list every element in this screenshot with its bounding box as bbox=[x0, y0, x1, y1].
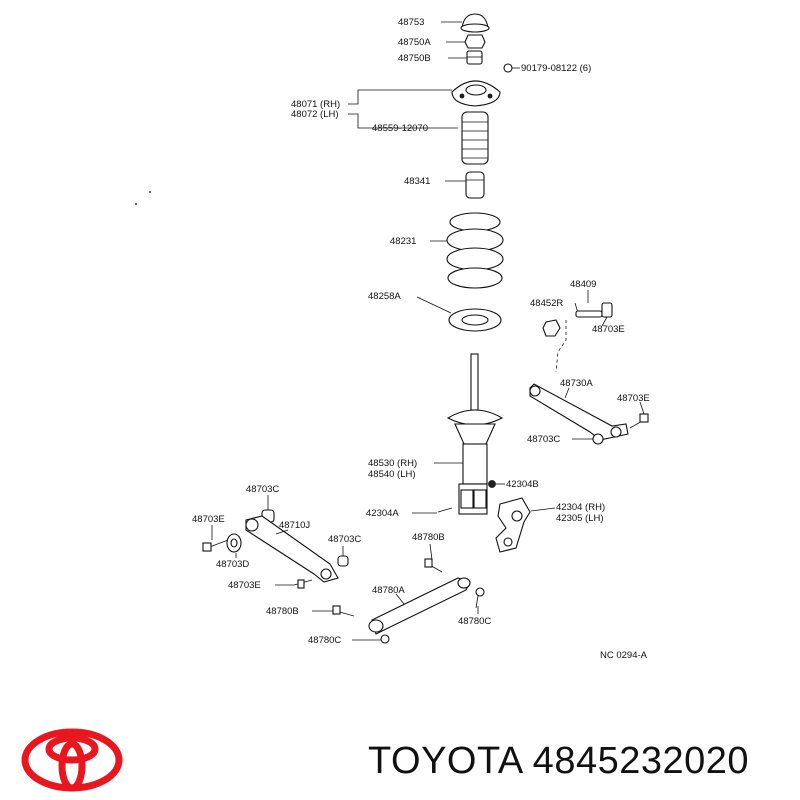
label-48231: 48231 bbox=[390, 236, 416, 247]
label-48071: 48071 (RH) bbox=[291, 99, 340, 110]
label-48780A: 48780A bbox=[372, 585, 405, 596]
nut-48780C-left bbox=[380, 634, 390, 644]
bolt-42304A bbox=[437, 507, 453, 513]
label-48341: 48341 bbox=[404, 176, 430, 187]
label-48780B-b: 48780B bbox=[266, 606, 299, 617]
label-48703C-a: 48703C bbox=[527, 434, 560, 445]
label-48409: 48409 bbox=[570, 279, 596, 290]
label-48452R: 48452R bbox=[530, 298, 563, 309]
label-48258A: 48258A bbox=[368, 291, 401, 302]
parts-diagram: 48753 48750A 48750B 90179-08122 (6) 4807… bbox=[135, 13, 650, 661]
nut-48750A bbox=[464, 34, 486, 49]
bushing-48703D bbox=[226, 533, 242, 553]
label-48780C-a: 48780C bbox=[458, 616, 491, 627]
nut-48780C-right bbox=[475, 587, 485, 609]
bolt-48780B-lower bbox=[332, 605, 355, 617]
label-48703E-a: 48703E bbox=[592, 324, 625, 335]
label-48750B: 48750B bbox=[398, 53, 431, 64]
nut-48452R bbox=[542, 319, 561, 337]
boot-48559 bbox=[461, 111, 489, 165]
nc-code: NC 0294-A bbox=[600, 650, 648, 661]
label-48703E-d: 48703E bbox=[228, 580, 261, 591]
toyota-logo bbox=[21, 728, 123, 792]
label-42304A: 42304A bbox=[366, 508, 399, 519]
label-48530: 48530 (RH) bbox=[368, 458, 417, 469]
knuckle-42304 bbox=[495, 497, 531, 553]
label-48780C-b: 48780C bbox=[308, 635, 341, 646]
label-48750A: 48750A bbox=[398, 37, 431, 48]
arm-48730A bbox=[529, 383, 629, 441]
bump-stop-48341 bbox=[465, 171, 485, 199]
coil-spring-48231 bbox=[446, 212, 504, 289]
bolt-48780B-upper bbox=[424, 558, 443, 573]
bolt-48703E-arm bbox=[629, 413, 649, 429]
bushing-48703C-arm bbox=[592, 433, 604, 445]
bolt-48703E-upper bbox=[575, 302, 613, 318]
brand-part-number: TOYOTA 4845232020 bbox=[368, 740, 750, 782]
spring-seat-48258A bbox=[448, 308, 502, 332]
label-48780B-a: 48780B bbox=[412, 532, 445, 543]
label-48703C-c: 48703C bbox=[328, 534, 361, 545]
label-48540: 48540 (LH) bbox=[368, 469, 416, 480]
label-48730A: 48730A bbox=[560, 378, 593, 389]
link-48780A bbox=[368, 577, 471, 635]
label-48703E-b: 48703E bbox=[617, 393, 650, 404]
nut-90179 bbox=[503, 63, 513, 73]
label-42305: 42305 (LH) bbox=[556, 513, 604, 524]
bolt-42304B bbox=[488, 480, 496, 488]
label-48703C-b: 48703C bbox=[246, 484, 279, 495]
label-48559: 48559-12070 bbox=[372, 123, 428, 134]
bushing-48703C-right bbox=[337, 555, 349, 567]
label-48072: 48072 (LH) bbox=[291, 109, 339, 120]
label-42304B: 42304B bbox=[506, 479, 539, 490]
support-48071 bbox=[451, 80, 501, 107]
label-48753: 48753 bbox=[398, 17, 424, 28]
label-48703E-c: 48703E bbox=[192, 514, 225, 525]
bolt-48703E-lower bbox=[293, 579, 313, 589]
strut-48530 bbox=[446, 353, 504, 515]
bushing-48750B bbox=[466, 50, 483, 65]
bolt-48703E-left bbox=[202, 539, 229, 552]
label-48703D: 48703D bbox=[216, 559, 249, 570]
label-42304: 42304 (RH) bbox=[556, 502, 605, 513]
upper-cap-48753 bbox=[460, 13, 490, 33]
arm-48710J bbox=[245, 515, 339, 583]
label-90179: 90179-08122 (6) bbox=[521, 63, 591, 74]
label-48710J: 48710J bbox=[279, 520, 310, 531]
